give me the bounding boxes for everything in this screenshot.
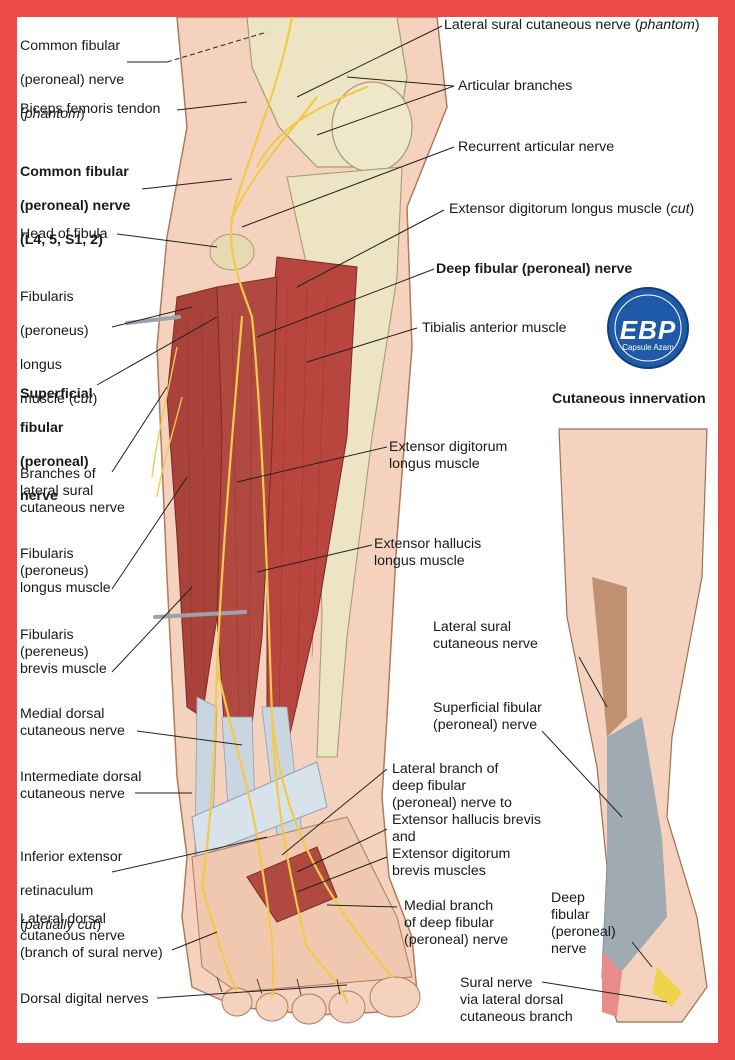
logo-text: EBP <box>619 315 677 345</box>
inset-deep-zone <box>652 967 682 1007</box>
label-common-fibular-nerve: Common fibular (peroneal) nerve (L4, 5, … <box>20 164 131 248</box>
label-superficial-fibular: Superficial fibular (peroneal) nerve <box>20 386 93 504</box>
label-fibularis-longus: Fibularis (peroneus) longus muscle <box>20 546 111 596</box>
sural-branches <box>151 346 183 498</box>
nerves <box>200 17 394 1004</box>
inset-label-sural: Sural nerve via lateral dorsal cutaneous… <box>460 975 573 1025</box>
inset-label-lateral-sural: Lateral sural cutaneous nerve <box>433 619 538 652</box>
ebp-logo <box>607 287 689 369</box>
label-lateral-branch-deep-fibular: Lateral branch of deep fibular (peroneal… <box>392 761 542 879</box>
label-extensor-hallucis-longus: Extensor hallucis longus muscle <box>374 536 482 569</box>
label-articular-branches: Articular branches <box>458 78 573 94</box>
label-fibularis-brevis: Fibularis (pereneus) brevis muscle <box>20 627 107 677</box>
label-head-of-fibula: Head of fibula <box>20 226 108 242</box>
muscle-striations <box>186 286 328 738</box>
inset-sural-zone <box>602 952 622 1017</box>
inset-lateral-sural-zone <box>592 577 627 737</box>
retractor-hooks <box>125 315 247 619</box>
inset-superficial-zone <box>602 717 667 977</box>
leader-lines <box>96 25 455 999</box>
label-biceps-femoris: Biceps femoris tendon <box>20 101 161 117</box>
inset-label-deep-fibular: Deep fibular (peroneal) nerve <box>551 890 616 957</box>
label-lateral-sural-phantom: Lateral sural cutaneous nerve (phantom) <box>444 17 700 33</box>
inset-leaders <box>541 656 668 1003</box>
label-fibularis-longus-cut: Fibularis (peroneus) longus muscle (cut) <box>20 289 98 407</box>
label-extensor-digitorum-longus: Extensor digitorum longus muscle <box>389 439 508 472</box>
illustration-panel: EBP Capsule Azam Common fibular (peronea… <box>17 17 718 1043</box>
label-tibialis-anterior: Tibialis anterior muscle <box>422 320 567 336</box>
label-medial-dorsal-cutaneous: Medial dorsal cutaneous nerve <box>20 706 125 739</box>
label-dorsal-digital-nerves: Dorsal digital nerves <box>20 991 149 1007</box>
logo-subtext: Capsule Azam <box>622 343 674 352</box>
label-deep-fibular-nerve: Deep fibular (peroneal) nerve <box>436 261 633 277</box>
label-edl-cut: Extensor digitorum longus muscle (cut) <box>449 201 695 217</box>
label-common-fibular-phantom: Common fibular (peroneal) nerve (phantom… <box>20 38 125 122</box>
label-medial-branch-deep-fibular: Medial branch of deep fibular (peroneal)… <box>404 898 509 948</box>
leg-anatomy-illustration <box>96 17 708 1025</box>
toes <box>221 976 421 1025</box>
inset-title: Cutaneous innervation <box>552 391 706 407</box>
digital-nerve-ticks <box>216 976 341 996</box>
inset-label-superficial-fibular: Superficial fibular (peroneal) nerve <box>433 700 542 733</box>
label-lateral-dorsal-cutaneous: Lateral dorsal cutaneous nerve (branch o… <box>20 911 163 961</box>
label-branches-lateral-sural: Branches of lateral sural cutaneous nerv… <box>20 466 125 516</box>
label-recurrent-articular: Recurrent articular nerve <box>458 139 615 155</box>
label-intermediate-dorsal-cutaneous: Intermediate dorsal cutaneous nerve <box>20 769 142 802</box>
label-inferior-extensor-retinaculum: Inferior extensor retinaculum (partially… <box>20 849 123 933</box>
